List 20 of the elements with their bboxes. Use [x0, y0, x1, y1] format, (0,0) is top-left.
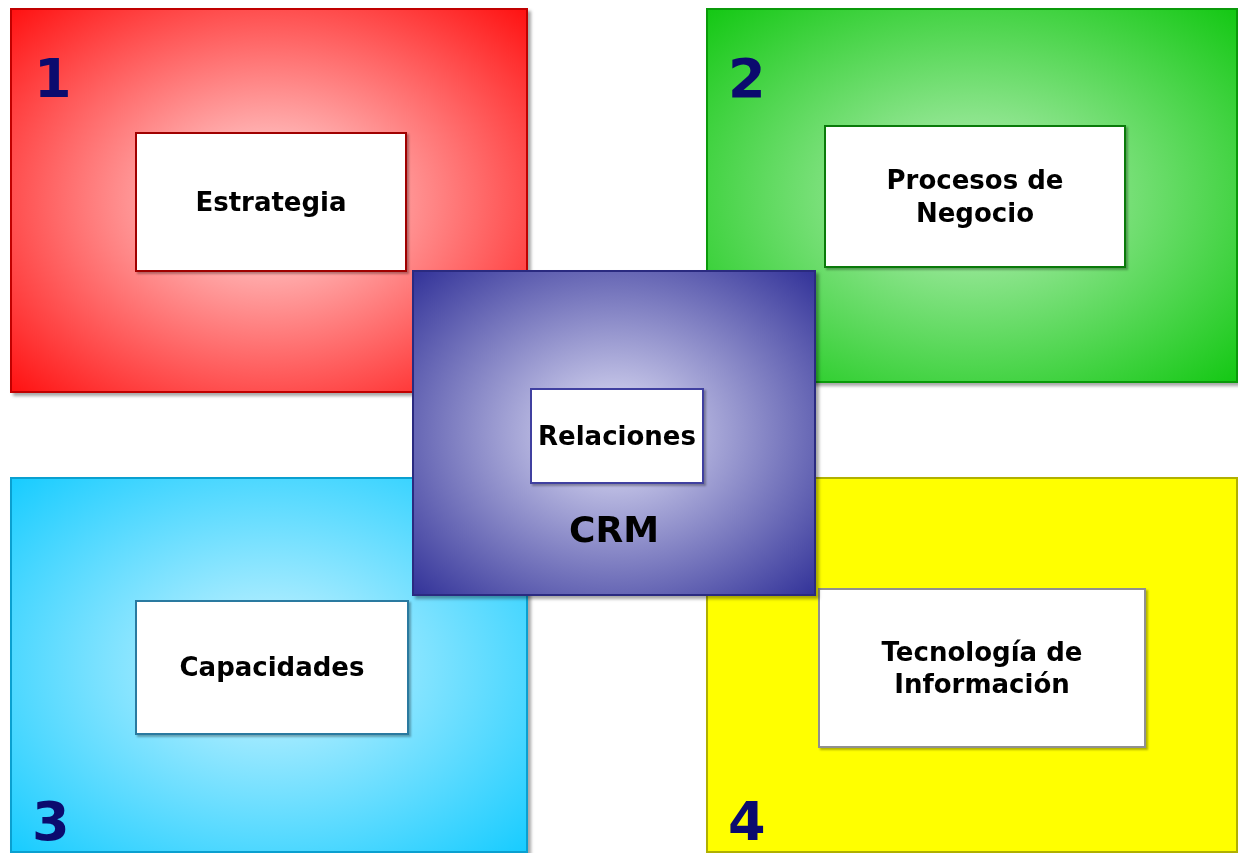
- corner-number: 4: [728, 795, 766, 849]
- center-panel: [412, 270, 816, 596]
- label-box: [135, 132, 407, 272]
- quadrant-panel: [10, 477, 528, 853]
- corner-number: 2: [728, 52, 766, 106]
- quadrant-panel: [706, 477, 1238, 853]
- center-title: CRM: [569, 512, 659, 548]
- box-label: Procesos de Negocio: [885, 164, 1065, 229]
- label-box: [530, 388, 704, 484]
- box-label: Capacidades: [179, 651, 365, 684]
- box-label: Estrategia: [195, 185, 347, 219]
- quadrant-panel: [10, 8, 528, 393]
- box-label: Tecnología de Información: [880, 635, 1084, 701]
- box-label: Relaciones: [538, 419, 696, 453]
- label-box: [818, 588, 1146, 748]
- corner-number: 1: [34, 52, 72, 106]
- quadrant-panel: [706, 8, 1238, 383]
- label-box: [824, 125, 1126, 268]
- label-box: [135, 600, 409, 735]
- corner-number: 3: [32, 795, 70, 849]
